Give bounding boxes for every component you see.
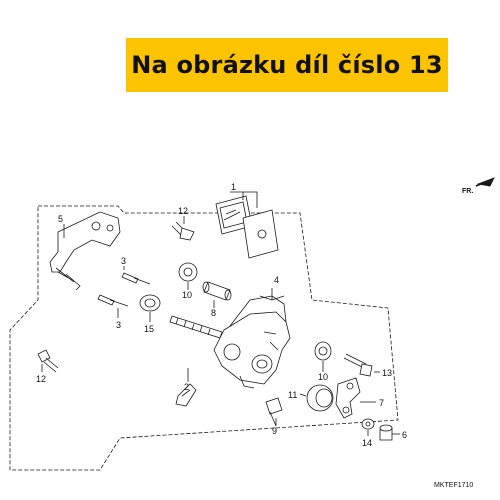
callout-12-top: 12 bbox=[178, 206, 188, 216]
boot-10-upper bbox=[178, 262, 198, 282]
boot-10-lower bbox=[314, 341, 332, 361]
leader-4 bbox=[259, 288, 285, 301]
callout-12-bottom: 12 bbox=[36, 374, 46, 384]
callout-4: 4 bbox=[274, 275, 279, 285]
assembly-outline bbox=[9, 205, 399, 471]
bolt-12-bottom bbox=[37, 349, 59, 373]
pad-clip-2 bbox=[175, 383, 197, 407]
banner-text: Na obrázku díl číslo 13 bbox=[131, 51, 443, 79]
part-number-banner: Na obrázku díl číslo 13 bbox=[126, 38, 448, 92]
seal-15 bbox=[139, 294, 161, 312]
cap-6 bbox=[379, 424, 393, 441]
diagram-code: MKTEF1710 bbox=[434, 482, 473, 489]
bolt-12-top bbox=[171, 221, 195, 241]
callout-5: 5 bbox=[58, 214, 63, 224]
callout-10-lower: 10 bbox=[318, 372, 328, 382]
callout-13: 13 bbox=[382, 368, 392, 378]
callout-15: 15 bbox=[144, 324, 154, 334]
caliper-bracket bbox=[49, 211, 121, 291]
bolt-13 bbox=[343, 353, 373, 377]
caliper-body bbox=[213, 295, 291, 389]
callout-6: 6 bbox=[402, 430, 407, 440]
direction-label: FR. bbox=[462, 188, 473, 195]
washer-14 bbox=[361, 418, 375, 430]
leader-1 bbox=[230, 191, 258, 208]
callout-11: 11 bbox=[288, 390, 297, 400]
callout-10-upper: 10 bbox=[182, 290, 192, 300]
callout-3-upper: 3 bbox=[121, 256, 126, 266]
callout-2: 2 bbox=[184, 382, 189, 392]
callout-8: 8 bbox=[211, 308, 216, 318]
slide-pin-3-lower bbox=[97, 294, 129, 307]
piston-11 bbox=[306, 384, 334, 412]
brake-pad-set bbox=[215, 195, 279, 259]
slide-pin-3-upper bbox=[121, 272, 151, 285]
callout-7: 7 bbox=[379, 398, 384, 408]
spring-plate-7 bbox=[335, 377, 361, 419]
sleeve-8 bbox=[202, 281, 232, 301]
callout-14: 14 bbox=[362, 438, 372, 448]
callout-9: 9 bbox=[272, 426, 277, 436]
threaded-rod bbox=[169, 315, 223, 339]
callout-3-lower: 3 bbox=[116, 320, 121, 330]
callout-1: 1 bbox=[231, 182, 236, 192]
bleeder-9 bbox=[265, 397, 283, 427]
leader-11 bbox=[299, 393, 307, 397]
